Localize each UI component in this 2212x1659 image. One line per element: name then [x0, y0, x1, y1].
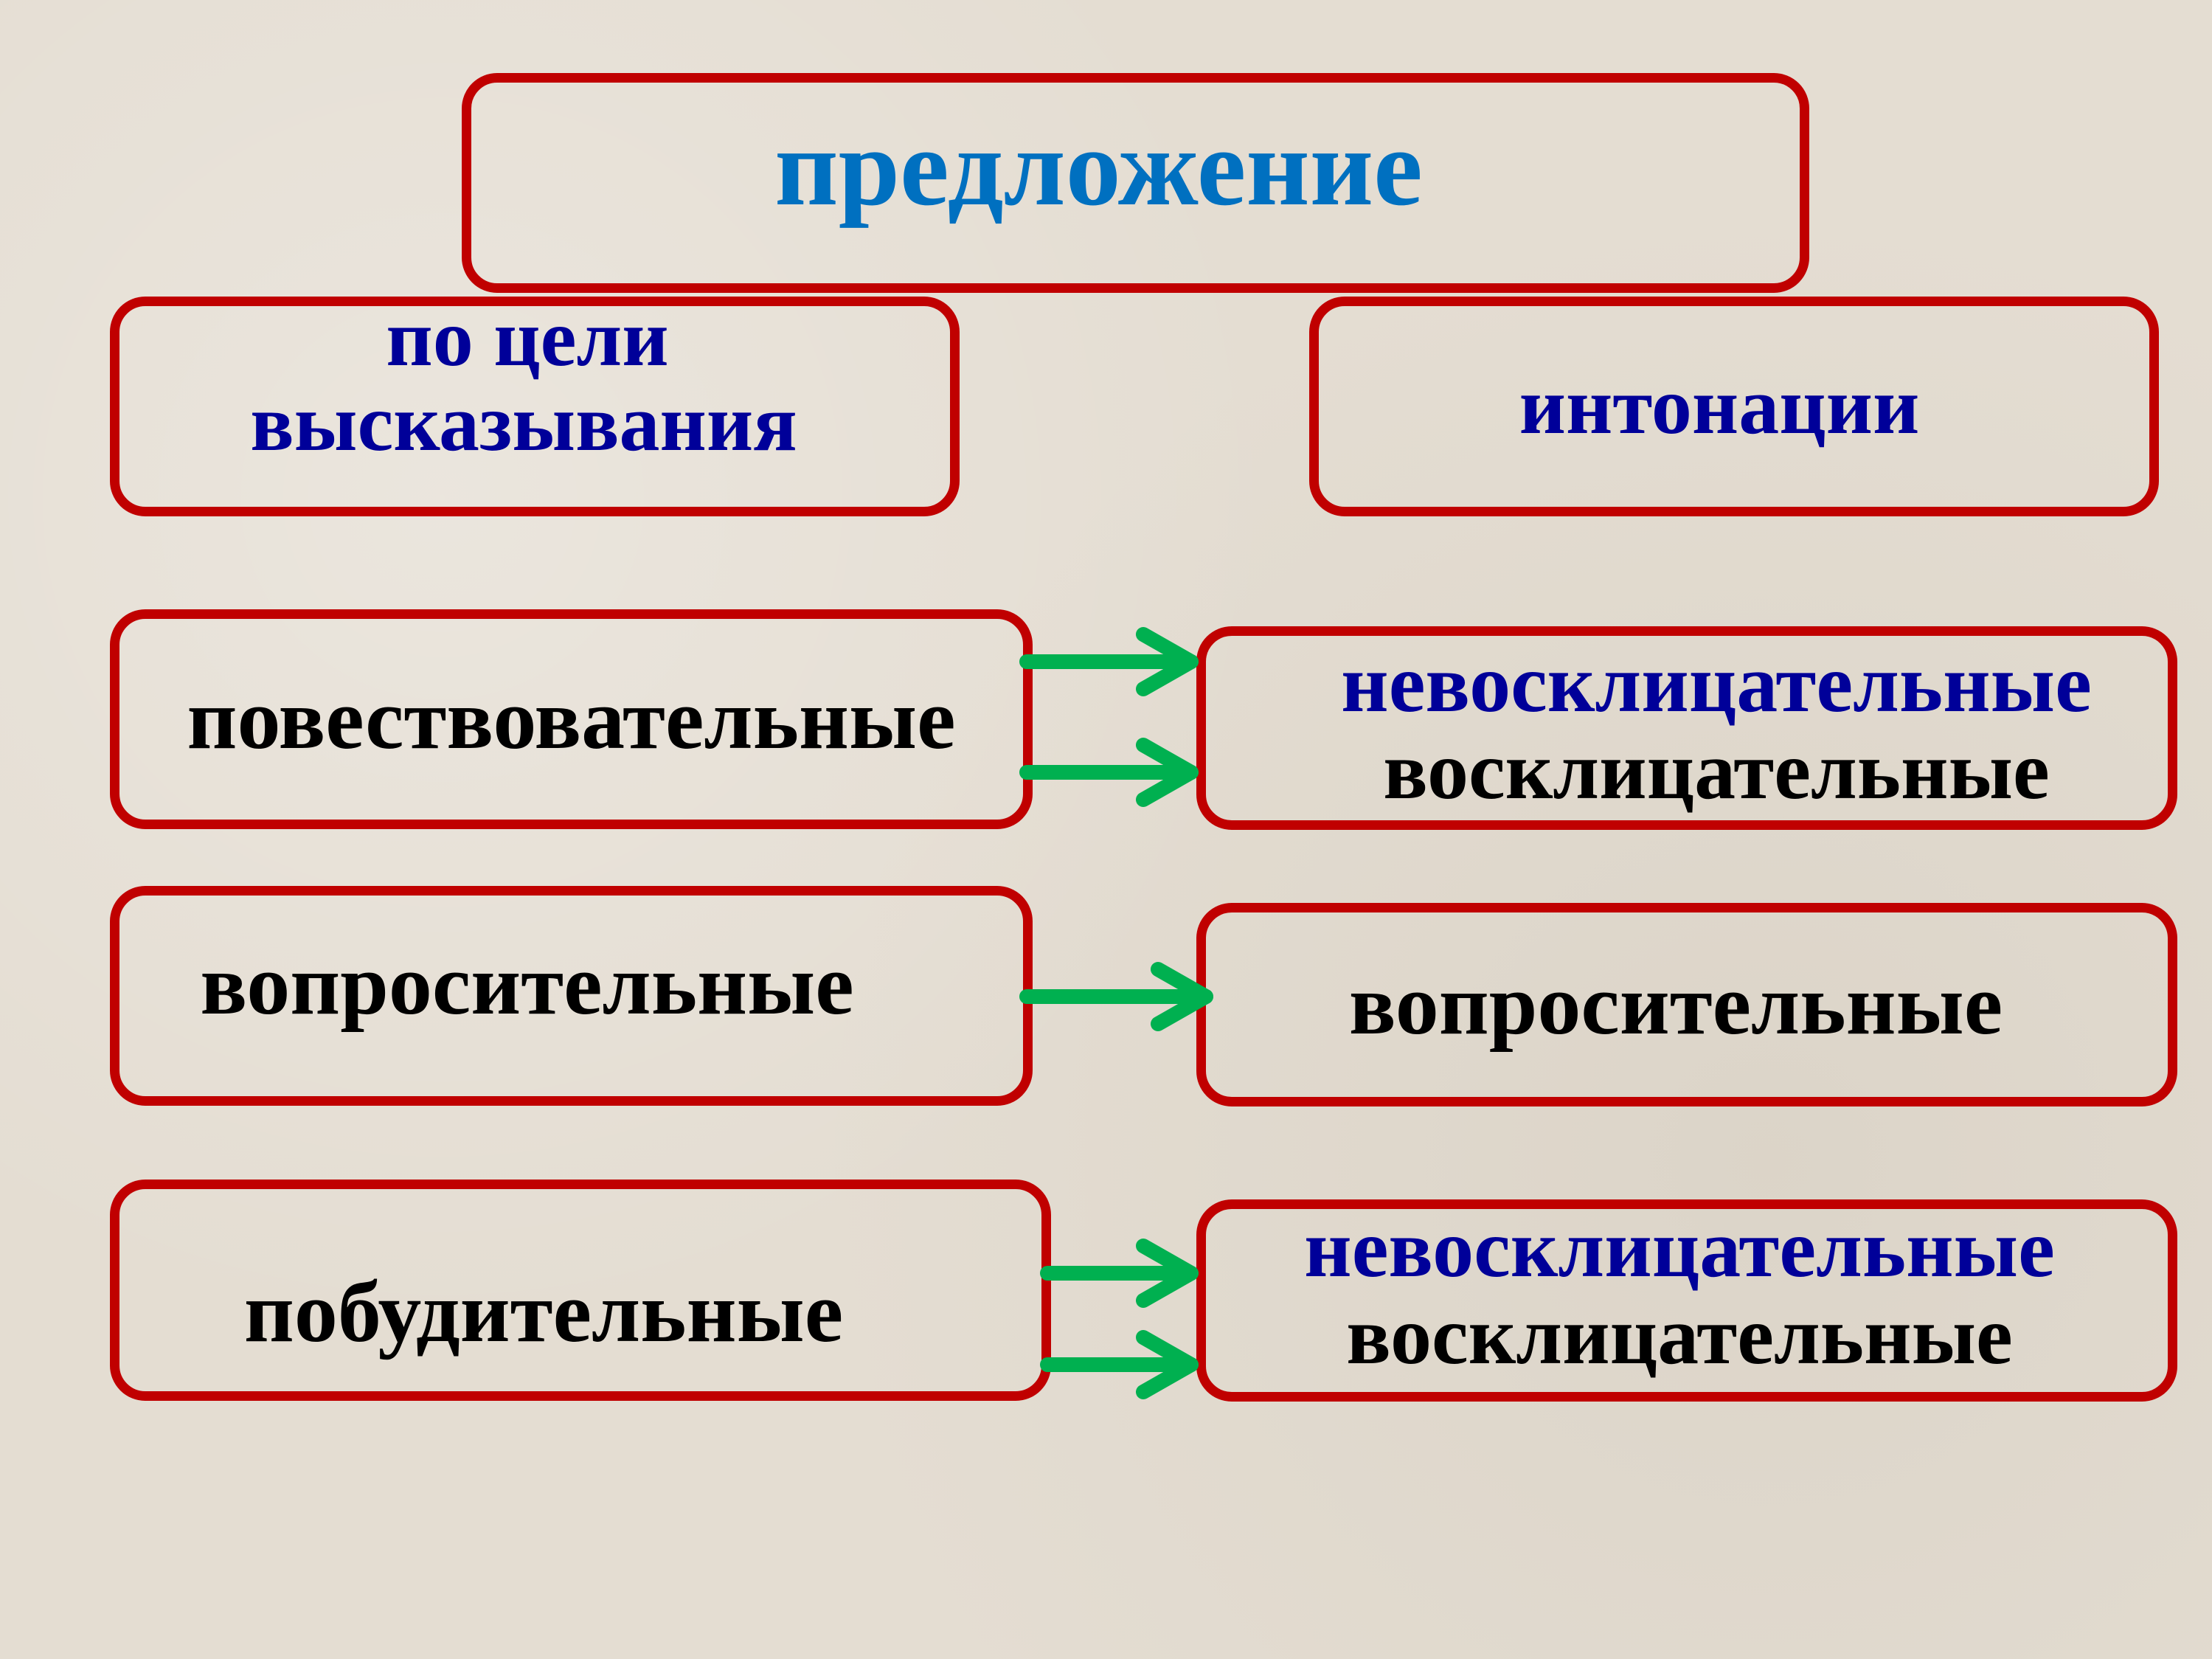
- purpose-category-line2: высказывания: [250, 378, 797, 468]
- declarative-box: повествовательные: [110, 609, 1033, 829]
- title: предложение: [774, 106, 1423, 229]
- imperative-label: побудительные: [243, 1264, 844, 1361]
- purpose-category-box: по цели высказывания: [110, 292, 960, 516]
- declarative-intonation-box: невосклицательные восклицательные: [1196, 626, 2177, 830]
- interrogative-intonation-box: вопросительные: [1196, 903, 2177, 1106]
- non-exclamatory-label-2: невосклицательные: [1304, 1203, 2055, 1295]
- exclamatory-label: восклицательные: [1383, 725, 2050, 817]
- imperative-box: побудительные: [110, 1180, 1051, 1401]
- interrogative-box: вопросительные: [110, 886, 1033, 1106]
- arrow-icon: [1019, 738, 1199, 807]
- arrow-icon: [1040, 1330, 1199, 1399]
- arrow-icon: [1019, 627, 1199, 696]
- intonation-category-box: интонации: [1309, 297, 2159, 516]
- intonation-category: интонации: [1519, 361, 1920, 451]
- non-exclamatory-label: невосклицательные: [1341, 638, 2092, 730]
- arrow-icon: [1019, 962, 1213, 1031]
- arrow-icon: [1040, 1239, 1199, 1308]
- imperative-intonation-box: невосклицательные восклицательные: [1196, 1199, 2177, 1402]
- title-box: предложение: [462, 73, 1809, 293]
- purpose-category-line1: по цели: [386, 292, 669, 383]
- interrogative-label: вопросительные: [200, 936, 854, 1033]
- exclamatory-label-2: восклицательные: [1346, 1290, 2013, 1382]
- interrogative-intonation-label: вопросительные: [1348, 956, 2003, 1053]
- declarative-label: повествовательные: [187, 671, 956, 768]
